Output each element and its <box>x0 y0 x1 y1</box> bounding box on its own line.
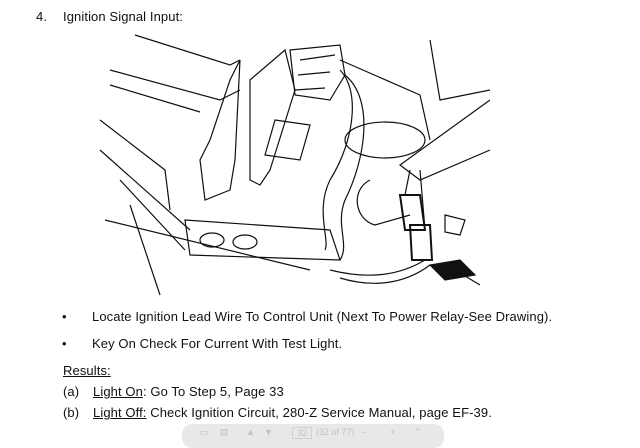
bullet-icon: • <box>62 336 67 351</box>
tools-icon[interactable]: ⌃ <box>414 427 422 437</box>
result-label: Light Off: <box>93 405 147 420</box>
print-icon[interactable]: ▤ <box>220 427 229 437</box>
step-number: 4. <box>36 9 48 24</box>
result-marker: (b) <box>63 405 80 420</box>
result-text: Check Ignition Circuit, 280-Z Service Ma… <box>146 405 492 420</box>
zoom-in-icon[interactable]: + <box>390 427 396 437</box>
page-number-input[interactable]: 32 <box>292 427 313 439</box>
bullet-icon: • <box>62 309 67 324</box>
ignition-lead-wire-illustration <box>99 34 490 296</box>
pdf-viewer-toolbar: ▭ ▤ ▲ ▼ 32 (32 of 77) − + ⌃ <box>182 424 444 448</box>
next-page-icon[interactable]: ▼ <box>264 427 273 437</box>
save-icon[interactable]: ▭ <box>200 427 209 437</box>
result-marker: (a) <box>63 384 80 399</box>
results-heading: Results: <box>63 363 111 378</box>
zoom-out-icon[interactable]: − <box>362 427 368 437</box>
previous-page-icon[interactable]: ▲ <box>246 427 255 437</box>
result-label: Light On <box>93 384 143 399</box>
bullet-text: Key On Check For Current With Test Light… <box>92 336 343 351</box>
page-status: (32 of 77) <box>316 427 355 437</box>
bullet-text: Locate Ignition Lead Wire To Control Uni… <box>92 309 553 324</box>
result-item-b: Light Off: Check Ignition Circuit, 280-Z… <box>93 405 492 420</box>
result-text: : Go To Step 5, Page 33 <box>142 384 284 399</box>
step-title: Ignition Signal Input: <box>63 9 184 24</box>
result-item-a: Light On: Go To Step 5, Page 33 <box>93 384 284 399</box>
